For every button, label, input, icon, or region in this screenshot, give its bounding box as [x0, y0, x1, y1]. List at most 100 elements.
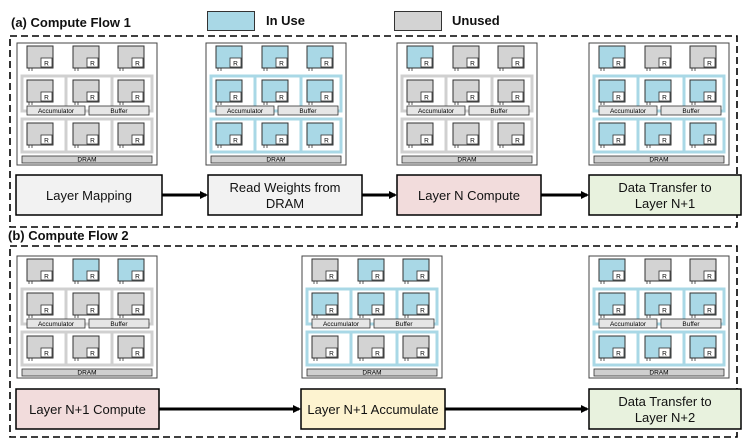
step-data-transfer-n2-box	[588, 388, 742, 430]
legend-unused-swatch	[394, 11, 442, 31]
accumulator-box	[598, 105, 658, 116]
router-label: R	[329, 351, 334, 358]
router-box	[40, 347, 53, 358]
dram-label: DRAM	[77, 370, 96, 377]
mesh-link	[592, 287, 726, 326]
router-label: R	[424, 61, 429, 68]
mesh-link	[305, 287, 439, 326]
router-label: R	[44, 274, 49, 281]
router-label: R	[662, 308, 667, 315]
router-box	[320, 91, 333, 102]
router-box	[612, 134, 625, 145]
mesh-link	[209, 117, 343, 154]
router-box	[703, 57, 716, 68]
router-box	[275, 91, 288, 102]
router-box	[275, 134, 288, 145]
router-label: R	[420, 308, 425, 315]
accumulator-box	[26, 318, 86, 329]
step-data-transfer-n1-box	[588, 174, 742, 216]
router-box	[131, 91, 144, 102]
step-read-weights-label: Read Weights from	[229, 180, 340, 195]
router-box	[658, 57, 671, 68]
buffer-box	[660, 318, 722, 329]
step-layer-n-compute: Layer N Compute	[396, 174, 542, 216]
router-box	[658, 270, 671, 281]
router-box	[612, 91, 625, 102]
accumulator-label: Accumulator	[418, 108, 455, 115]
router-label: R	[135, 138, 140, 145]
router-box	[466, 91, 479, 102]
legend-in-use-label: In Use	[266, 13, 306, 28]
router-box	[658, 134, 671, 145]
router-box	[320, 134, 333, 145]
router-label: R	[707, 351, 712, 358]
router-box	[703, 347, 716, 358]
router-label: R	[424, 138, 429, 145]
router-box	[325, 347, 338, 358]
router-label: R	[90, 308, 95, 315]
router-label: R	[616, 351, 621, 358]
router-label: R	[662, 95, 667, 102]
router-label: R	[324, 95, 329, 102]
router-box	[612, 347, 625, 358]
step-layer-n-compute-box	[396, 174, 542, 216]
router-label: R	[135, 351, 140, 358]
mesh-link	[400, 117, 534, 154]
dram-bar	[401, 155, 533, 164]
dram-bar	[306, 368, 438, 377]
router-box	[86, 304, 99, 315]
router-label: R	[329, 274, 334, 281]
router-label: R	[515, 95, 520, 102]
accumulator-box	[215, 105, 275, 116]
router-box	[86, 270, 99, 281]
router-box	[275, 57, 288, 68]
mesh-link	[209, 74, 343, 113]
router-label: R	[329, 308, 334, 315]
accumulator-box	[311, 318, 371, 329]
buffer-label: Buffer	[682, 108, 700, 115]
flow-2-title: (b) Compute Flow 2	[8, 228, 129, 243]
router-label: R	[470, 61, 475, 68]
legend-unused-label: Unused	[452, 13, 500, 28]
buffer-box	[88, 105, 150, 116]
router-box	[86, 134, 99, 145]
router-box	[40, 270, 53, 281]
buffer-box	[468, 105, 530, 116]
router-label: R	[707, 274, 712, 281]
buffer-label: Buffer	[682, 321, 700, 328]
accumulator-label: Accumulator	[610, 108, 647, 115]
router-label: R	[616, 274, 621, 281]
router-box	[325, 270, 338, 281]
router-label: R	[90, 61, 95, 68]
router-box	[416, 304, 429, 315]
mesh-link	[400, 74, 534, 113]
router-label: R	[707, 61, 712, 68]
step-layer-mapping-box	[15, 174, 163, 216]
buffer-box	[660, 105, 722, 116]
router-label: R	[470, 95, 475, 102]
router-box	[40, 91, 53, 102]
router-label: R	[375, 308, 380, 315]
router-box	[420, 91, 433, 102]
router-box	[703, 134, 716, 145]
router-box	[420, 57, 433, 68]
accumulator-label: Accumulator	[38, 108, 75, 115]
router-box	[703, 91, 716, 102]
router-label: R	[707, 138, 712, 145]
router-label: R	[375, 351, 380, 358]
buffer-label: Buffer	[395, 321, 413, 328]
flow-1-title: (a) Compute Flow 1	[11, 15, 131, 30]
buffer-box	[88, 318, 150, 329]
router-box	[40, 134, 53, 145]
router-box	[40, 304, 53, 315]
router-label: R	[324, 61, 329, 68]
